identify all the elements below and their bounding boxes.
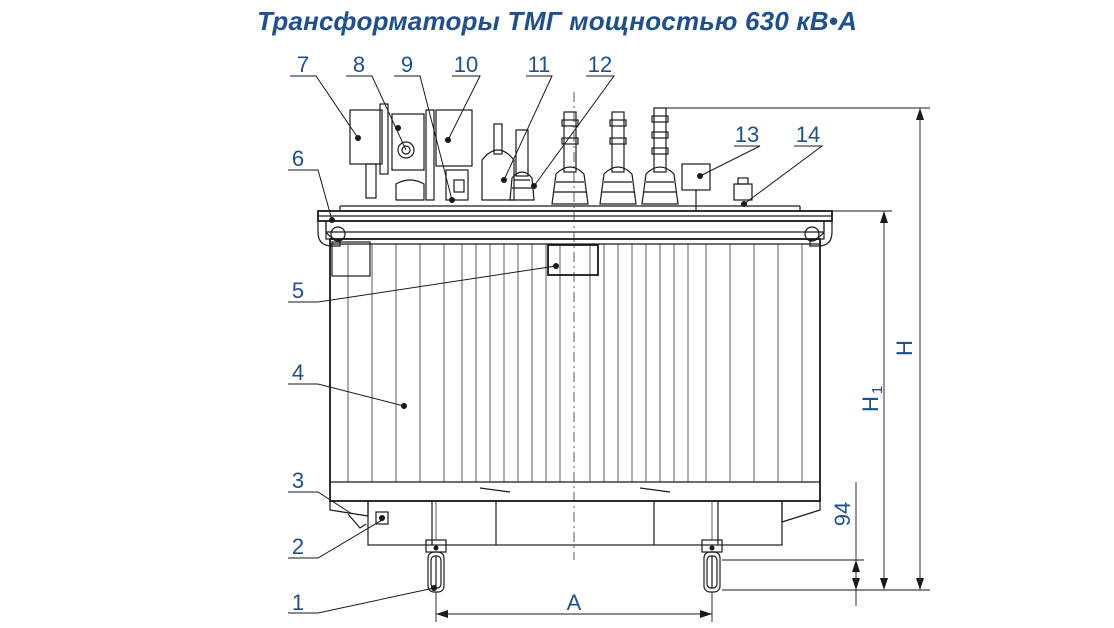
callout-12: 12 [588,52,612,77]
callout-6: 6 [292,146,304,171]
tank [317,92,833,560]
bushings [509,107,679,205]
callout-9: 9 [401,52,413,77]
dim-label-94: 94 [830,502,855,526]
wheels [425,500,723,593]
callout-3: 3 [292,468,304,493]
callout-13: 13 [735,122,759,147]
dim-label-a: A [567,590,582,615]
dim-label-h: H [892,340,917,356]
dimension-lines [435,107,930,622]
page-title: Трансформаторы ТМГ мощностью 630 кВ•А [256,6,858,36]
leader-lines [288,75,824,614]
callout-11: 11 [528,52,551,77]
callout-14: 14 [796,122,820,147]
callout-1: 1 [292,590,304,615]
callout-7: 7 [297,52,309,77]
wheel-right [701,539,723,593]
top-equipment [339,103,801,211]
callout-10: 10 [454,52,478,77]
callout-5: 5 [292,278,304,303]
corrugation-fins [347,244,803,482]
dimension-labels: A H H 1 94 [567,340,917,615]
dim-label-h1-sub: 1 [869,386,886,394]
callout-2: 2 [292,534,304,559]
dim-label-h1: H 1 [858,386,886,412]
callout-8: 8 [353,52,365,77]
dim-label-h1-main: H [858,396,883,412]
wheel-left [425,539,447,593]
callout-4: 4 [292,360,304,385]
callout-labels: 1 2 3 4 5 6 7 8 9 10 11 12 13 14 [292,52,820,615]
